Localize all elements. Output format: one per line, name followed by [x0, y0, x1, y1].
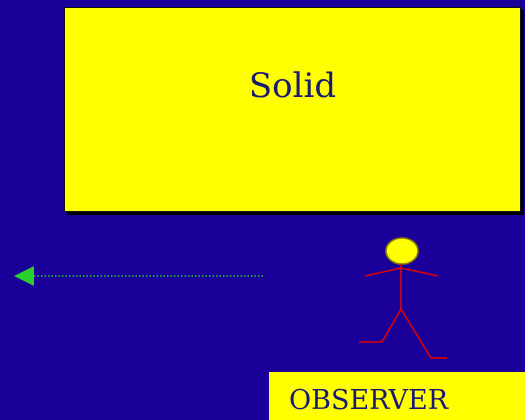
- figure-arm-left: [365, 268, 401, 276]
- observer-label-box: OBSERVER: [269, 372, 525, 420]
- arrow-head: [14, 266, 34, 286]
- figure-leg-left: [382, 309, 401, 342]
- figure-head: [386, 238, 418, 264]
- arrow-left-icon: [14, 266, 264, 286]
- figure-leg-right: [401, 309, 431, 358]
- stick-figure-icon: [359, 238, 447, 358]
- observer-label: OBSERVER: [289, 384, 448, 418]
- figure-arm-right: [401, 268, 438, 276]
